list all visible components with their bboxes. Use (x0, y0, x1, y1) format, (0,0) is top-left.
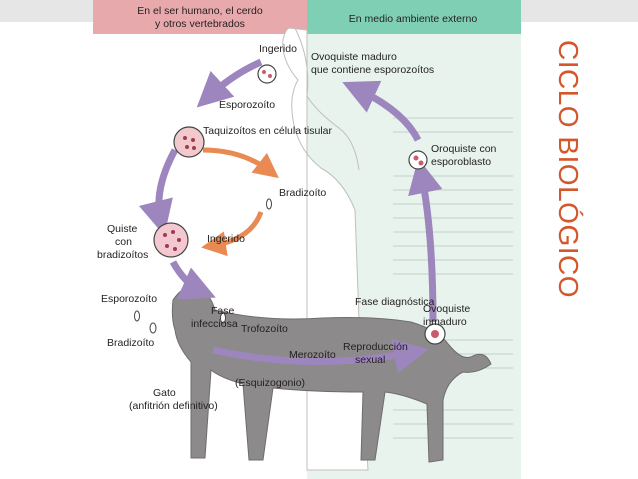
label-quiste-3: bradizoítos (97, 249, 148, 261)
label-fase-infecciosa-1: Fase (211, 305, 235, 317)
life-cycle-diagram: En el ser humano, el cerdo y otros verte… (93, 0, 521, 479)
label-ingerido-mid: Ingerido (207, 233, 245, 245)
label-reproduccion-1: Reproducción (343, 341, 408, 353)
oocyst-sporoblast (408, 150, 428, 170)
label-merozoito: Merozoíto (289, 349, 336, 361)
arrow-ingested-to-sporozoite (196, 58, 263, 108)
label-esquizogonia: (Esquizogonio) (235, 377, 305, 389)
label-ovoquiste-inmaduro-1: Ovoquiste (423, 303, 470, 315)
label-bradizoito-mid: Bradizoíto (279, 187, 326, 199)
label-trofozoito: Trofozoíto (241, 323, 288, 335)
arrow-tachyzoite-to-cyst (138, 148, 179, 236)
arrow-cyst-to-cat (169, 260, 216, 300)
arrow-sporoblast-to-mature (342, 80, 422, 142)
small-organisms (134, 198, 272, 334)
top-bar-right (520, 0, 638, 22)
label-fase-infecciosa-2: infecciosa (191, 318, 238, 330)
life-cycle-figure: En el ser humano, el cerdo y otros verte… (93, 0, 521, 479)
label-quiste-2: con (115, 236, 132, 248)
human-outline (294, 27, 360, 171)
tachyzoite-cell (173, 126, 205, 158)
arrow-oocyst-to-sporoblast (408, 158, 443, 323)
label-reproduccion-2: sexual (355, 354, 385, 366)
header-right-text: En medio ambiente externo (349, 13, 478, 25)
label-ingerido-top: Ingerido (259, 43, 297, 55)
label-gato-1: Gato (153, 387, 176, 399)
cat-silhouette (171, 286, 492, 463)
label-quiste-1: Quiste (107, 223, 138, 235)
arrow-bradyzoite-to-cyst (201, 211, 264, 257)
bradyzoite-cyst (153, 222, 189, 258)
immature-oocyst (424, 323, 446, 345)
header-right-box (307, 0, 521, 34)
arrow-tachyzoite-to-bradyzoite (202, 147, 279, 179)
slide-title: CICLO BIOLÓGICO (548, 40, 588, 360)
slide-title-text: CICLO BIOLÓGICO (553, 40, 584, 298)
label-esporozoito-top: Esporozoíto (219, 99, 275, 111)
label-gato-2: (anfitrión definitivo) (129, 400, 218, 412)
label-ovoquiste-maduro-2: que contiene esporozoítos (311, 64, 434, 76)
ingested-oocyst (257, 64, 277, 84)
header-left-box (93, 0, 307, 34)
label-ovoquiste-maduro-1: Ovoquiste maduro (311, 51, 397, 63)
label-ovoquiste-inmaduro-2: inmaduro (423, 316, 467, 328)
label-bradizoito-left: Bradizoíto (107, 337, 154, 349)
header-left-line1: En el ser humano, el cerdo (137, 5, 263, 17)
label-oroquiste-1: Oroquiste con (431, 143, 497, 155)
label-fase-diagnostica: Fase diagnóstica (355, 296, 435, 308)
arrow-trophozoite-to-sexual (212, 338, 429, 374)
header-left-line2: y otros vertebrados (155, 18, 245, 30)
label-taquizoitos: Taquizoítos en célula tisular (203, 125, 332, 137)
top-bar-left (0, 0, 93, 22)
label-esporozoito-left: Esporozoíto (101, 293, 157, 305)
label-oroquiste-2: esporoblasto (431, 156, 491, 168)
